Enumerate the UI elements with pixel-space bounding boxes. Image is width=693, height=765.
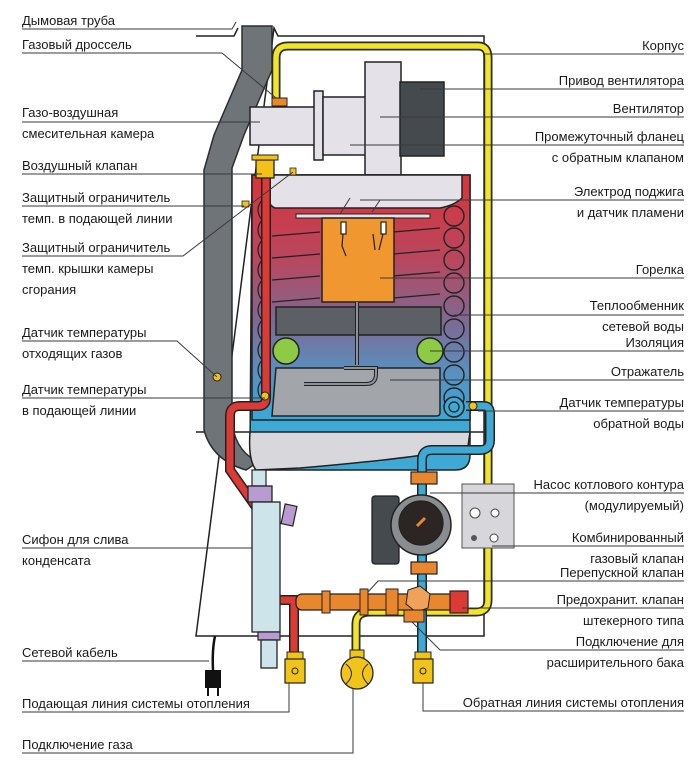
label-power-cable: Сетевой кабель <box>22 645 118 660</box>
label-chamber-lid-temp-limiter-line1: Защитный ограничитель <box>22 240 170 255</box>
label-fan: Вентилятор <box>613 101 684 116</box>
gas-connection-fitting <box>340 649 374 690</box>
chamber-lid-temp-limiter <box>289 167 297 176</box>
label-ignition-electrode-line2: и датчик пламени <box>577 205 684 220</box>
label-chamber-lid-temp-limiter-line3: сгорания <box>22 282 76 297</box>
label-gas-air-mixing-chamber-line2: смесительная камера <box>22 126 155 141</box>
label-supply-temp-sensor-line2: в подающей линии <box>22 403 136 418</box>
label-safety-valve-line1: Предохранит. клапан <box>557 592 684 607</box>
label-supply-temp-sensor-line1: Датчик температуры <box>22 382 146 397</box>
label-bypass-valve: Перепускной клапан <box>560 565 684 580</box>
bypass-valve <box>295 585 465 623</box>
label-heat-exchanger-line1: Теплообменник <box>590 298 685 313</box>
label-intermediate-flange-line1: Промежуточный фланец <box>535 129 685 144</box>
supply-connection-fitting <box>284 651 306 684</box>
fan-assembly <box>249 61 445 176</box>
boiler-pump <box>371 471 452 575</box>
label-condensate-siphon-line1: Сифон для слива <box>22 532 129 547</box>
leader-lines <box>22 21 684 754</box>
label-safety-valve-line2: штекерного типа <box>583 613 685 628</box>
return-temp-sensor <box>468 401 478 411</box>
label-supply-temp-limiter-line1: Защитный ограничитель <box>22 190 170 205</box>
label-expansion-tank-connection-line2: расширительного бака <box>547 655 685 670</box>
ignition-electrode <box>340 221 387 257</box>
label-insulation: Изоляция <box>626 335 684 350</box>
gas-throttle <box>271 97 288 107</box>
label-gas-throttle: Газовый дроссель <box>22 37 132 52</box>
supply-temp-sensor <box>260 391 270 401</box>
combined-gas-valve <box>461 483 515 549</box>
label-heating-supply-line: Подающая линия системы отопления <box>22 696 250 711</box>
label-condensate-siphon-line2: конденсата <box>22 553 91 568</box>
label-intermediate-flange-line2: с обратным клапаном <box>552 150 684 165</box>
label-gas-connection: Подключение газа <box>22 737 134 752</box>
label-flue-gas-temp-sensor-line1: Датчик температуры <box>22 325 146 340</box>
label-expansion-tank-connection-line1: Подключение для <box>576 634 684 649</box>
label-boiler-pump-line1: Насос котлового контура <box>534 477 685 492</box>
label-flue-pipe: Дымовая труба <box>22 13 116 28</box>
label-return-temp-sensor-line2: обратной воды <box>593 416 684 431</box>
fan <box>364 61 402 176</box>
air-valve <box>255 159 275 179</box>
label-combined-gas-valve-line1: Комбинированный <box>572 530 684 545</box>
label-gas-air-mixing-chamber-line1: Газо-воздушная <box>22 105 118 120</box>
label-heating-return-line: Обратная линия системы отопления <box>463 695 684 710</box>
label-chamber-lid-temp-limiter-line2: темп. крышки камеры <box>22 261 153 276</box>
label-flue-gas-temp-sensor-line2: отходящих газов <box>22 346 122 361</box>
power-cable <box>205 635 221 696</box>
safety-valve <box>449 590 469 614</box>
gas-air-mixing-chamber <box>249 106 316 146</box>
label-heat-exchanger-line2: сетевой воды <box>602 319 684 334</box>
label-burner: Горелка <box>636 262 685 277</box>
label-combined-gas-valve-line2: газовый клапан <box>590 551 684 566</box>
label-casing: Корпус <box>642 38 684 53</box>
fan-drive <box>399 81 445 157</box>
label-boiler-pump-line2: (модулируемый) <box>585 498 684 513</box>
label-reflector: Отражатель <box>611 364 684 379</box>
label-ignition-electrode-line1: Электрод поджига <box>574 184 685 199</box>
label-fan-drive: Привод вентилятора <box>559 73 685 88</box>
reflector <box>271 367 441 417</box>
label-return-temp-sensor-line1: Датчик температуры <box>560 395 684 410</box>
supply-temp-limiter <box>241 200 250 208</box>
label-air-valve: Воздушный клапан <box>22 158 137 173</box>
chamber-lid <box>267 174 463 209</box>
insulation-ring-left <box>272 337 300 365</box>
return-connection-fitting <box>412 651 434 684</box>
label-supply-temp-limiter-line2: темп. в подающей линии <box>22 211 173 226</box>
condensate-siphon <box>247 469 298 669</box>
